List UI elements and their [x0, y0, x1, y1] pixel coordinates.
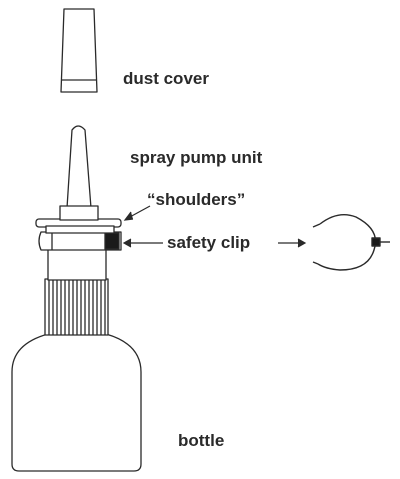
pump-neck [47, 248, 107, 281]
safety-clip-band [38, 231, 122, 251]
bottle-label: bottle [178, 431, 225, 450]
bottle [11, 333, 142, 472]
spray-pump-unit-label: spray pump unit [130, 148, 263, 167]
safety-clip-label: safety clip [167, 233, 251, 252]
safety-clip-detached [312, 214, 390, 271]
spray-nozzle [59, 125, 99, 221]
dust-cover [60, 8, 98, 93]
shoulders-label: “shoulders” [147, 190, 246, 209]
dust-cover-label: dust cover [123, 69, 209, 88]
shoulders-plate [35, 218, 122, 234]
ribbed-collar [44, 278, 109, 336]
